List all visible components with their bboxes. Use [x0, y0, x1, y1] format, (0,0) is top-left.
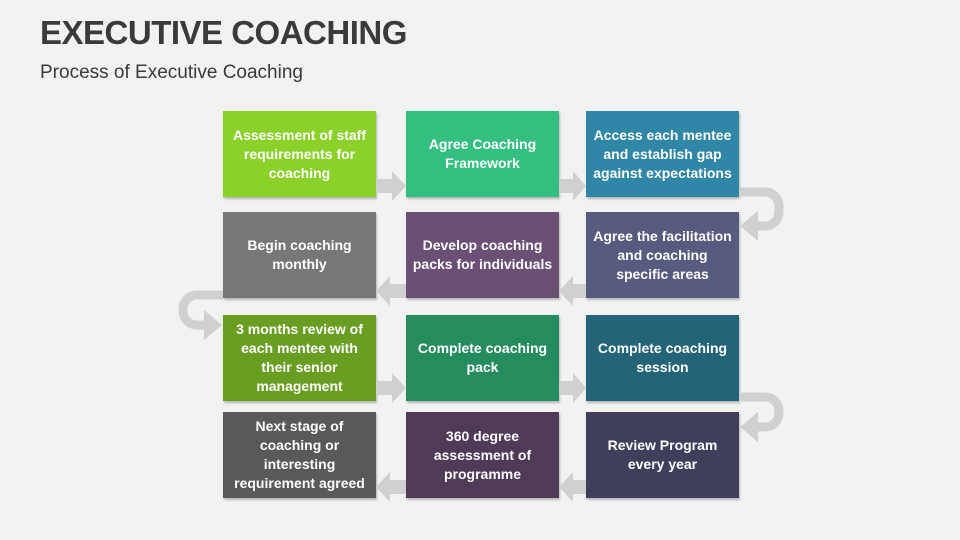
arrowhead-icon	[740, 412, 758, 442]
arrow-right-icon	[376, 171, 406, 201]
arrowhead-icon	[204, 310, 222, 340]
step-box-3: Access each mentee and establish gap aga…	[586, 111, 739, 197]
u-turn-arrow-icon	[739, 392, 784, 432]
step-box-8: Complete coaching pack	[406, 315, 559, 401]
step-box-5: Develop coaching packs for individuals	[406, 212, 559, 298]
page-title: EXECUTIVE COACHING	[40, 14, 407, 51]
arrow-left-icon	[376, 472, 406, 502]
step-box-4: Agree the facilitation and coaching spec…	[586, 212, 739, 298]
arrow-right-icon	[376, 373, 406, 403]
u-turn-arrow-icon	[739, 187, 784, 231]
arrowhead-icon	[740, 211, 758, 241]
step-box-2: Agree Coaching Framework	[406, 111, 559, 197]
arrow-left-icon	[559, 276, 586, 306]
arrow-right-icon	[559, 373, 586, 403]
arrow-right-icon	[559, 171, 586, 201]
u-turn-arrow-icon	[178, 290, 223, 330]
step-box-6: Begin coaching monthly	[223, 212, 376, 298]
step-box-11: 360 degree assessment of programme	[406, 412, 559, 498]
step-box-12: Next stage of coaching or interesting re…	[223, 412, 376, 498]
arrow-left-icon	[559, 472, 586, 502]
step-box-9: Complete coaching session	[586, 315, 739, 401]
step-box-7: 3 months review of each mentee with thei…	[223, 315, 376, 401]
page-subtitle: Process of Executive Coaching	[40, 62, 303, 83]
step-box-1: Assessment of staff requirements for coa…	[223, 111, 376, 197]
step-box-10: Review Program every year	[586, 412, 739, 498]
arrow-left-icon	[376, 276, 406, 306]
